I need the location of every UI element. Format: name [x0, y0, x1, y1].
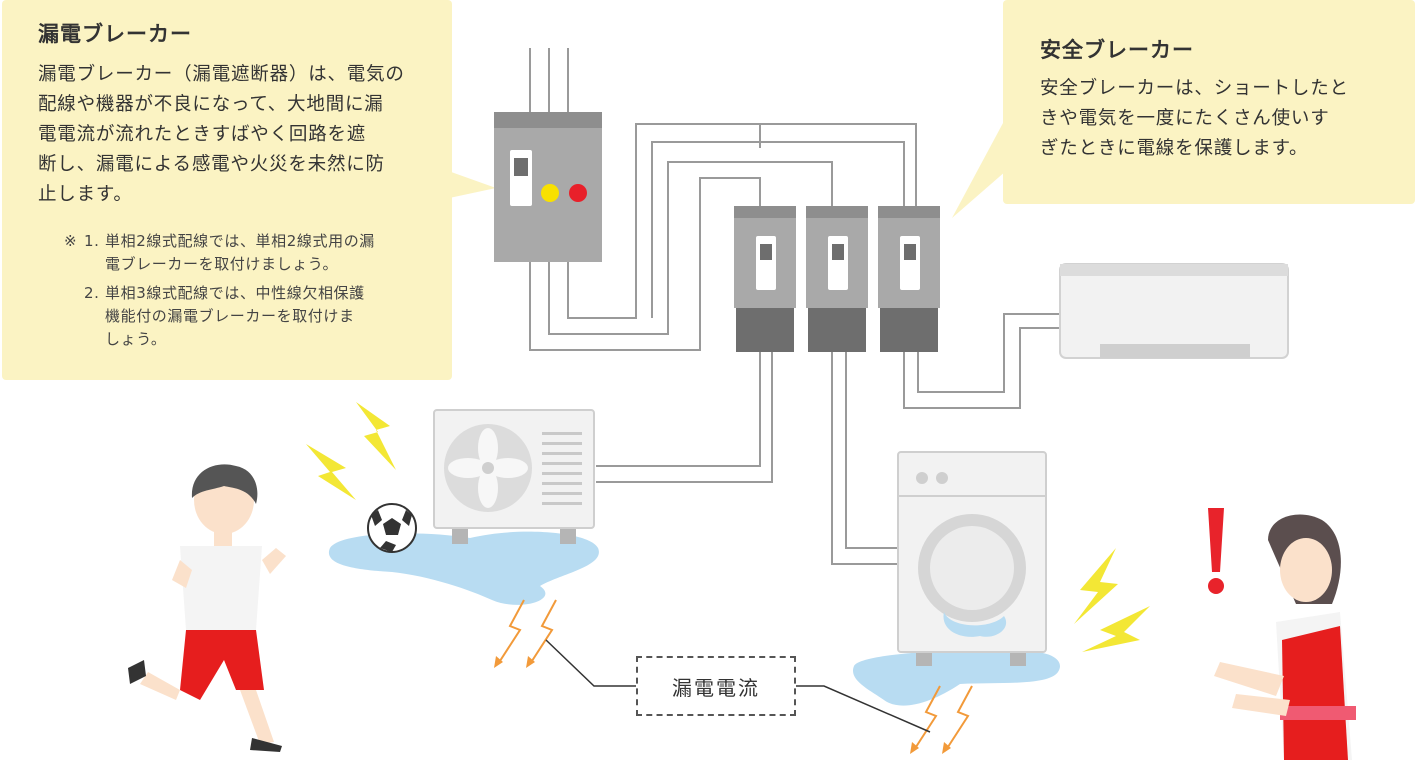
leakage-breaker-notes: ※ 1. 単相2線式配線では、単相2線式用の漏 電ブレーカーを取付けましょう。 …: [64, 230, 440, 351]
safety-breaker-description: 安全ブレーカーは、ショートしたと きや電気を一度にたくさん使いす ぎたときに電線…: [1040, 78, 1349, 159]
washing-machine: [897, 451, 1047, 666]
water-puddle-washer: [852, 650, 1060, 706]
leakage-breaker-panel: [494, 112, 602, 262]
note-number: 2.: [84, 284, 100, 302]
leakage-breaker-title: 漏電ブレーカー: [38, 22, 192, 46]
panel-to-breaker-wires: [529, 123, 917, 351]
indicator-red: [569, 184, 587, 202]
leakage-current-arrows: [497, 599, 973, 751]
note-mark: ※: [64, 232, 78, 250]
label-leader-lines: [545, 639, 931, 733]
exclamation-icon: [1208, 508, 1224, 572]
current-arrowheads: [494, 656, 951, 754]
safety-breaker-2: [806, 206, 868, 352]
spark-icon: [1074, 548, 1150, 652]
fan-icon: [448, 428, 528, 508]
left-callout-tail: [440, 168, 496, 200]
note-item: ※ 1. 単相2線式配線では、単相2線式用の漏 電ブレーカーを取付けましょう。: [64, 230, 440, 276]
note-item: 2. 単相3線式配線では、中性線欠相保護 機能付の漏電ブレーカーを取付けま しょ…: [64, 282, 440, 351]
outdoor-ac-unit: [433, 409, 595, 544]
leakage-breaker-callout: 漏電ブレーカー 漏電ブレーカー（漏電遮断器）は、電気の 配線や機器が不良になって…: [2, 0, 452, 380]
note-text: 単相2線式配線では、単相2線式用の漏 電ブレーカーを取付けましょう。: [105, 232, 375, 273]
safety-breaker-callout: 安全ブレーカー 安全ブレーカーは、ショートしたと きや電気を一度にたくさん使いす…: [1003, 0, 1415, 204]
woman-figure: [1208, 508, 1356, 760]
safety-breakers: [734, 206, 940, 352]
soccer-ball-icon: [367, 503, 417, 553]
indicator-yellow: [541, 184, 559, 202]
leakage-breaker-description: 漏電ブレーカー（漏電遮断器）は、電気の 配線や機器が不良になって、大地間に漏 電…: [38, 64, 405, 205]
leakage-current-label: 漏電電流: [636, 656, 796, 716]
indoor-air-conditioner: [1059, 263, 1289, 359]
supply-wires: [529, 48, 569, 118]
safety-breaker-1: [734, 206, 796, 352]
breaker-to-appliance-wires: [596, 313, 1060, 565]
note-number: 1.: [84, 232, 100, 250]
safety-breaker-title: 安全ブレーカー: [1040, 38, 1194, 62]
spark-icon: [306, 402, 396, 500]
boy-figure: [128, 464, 286, 752]
note-text: 単相3線式配線では、中性線欠相保護 機能付の漏電ブレーカーを取付けま しょう。: [105, 284, 365, 348]
safety-breaker-3: [878, 206, 940, 352]
